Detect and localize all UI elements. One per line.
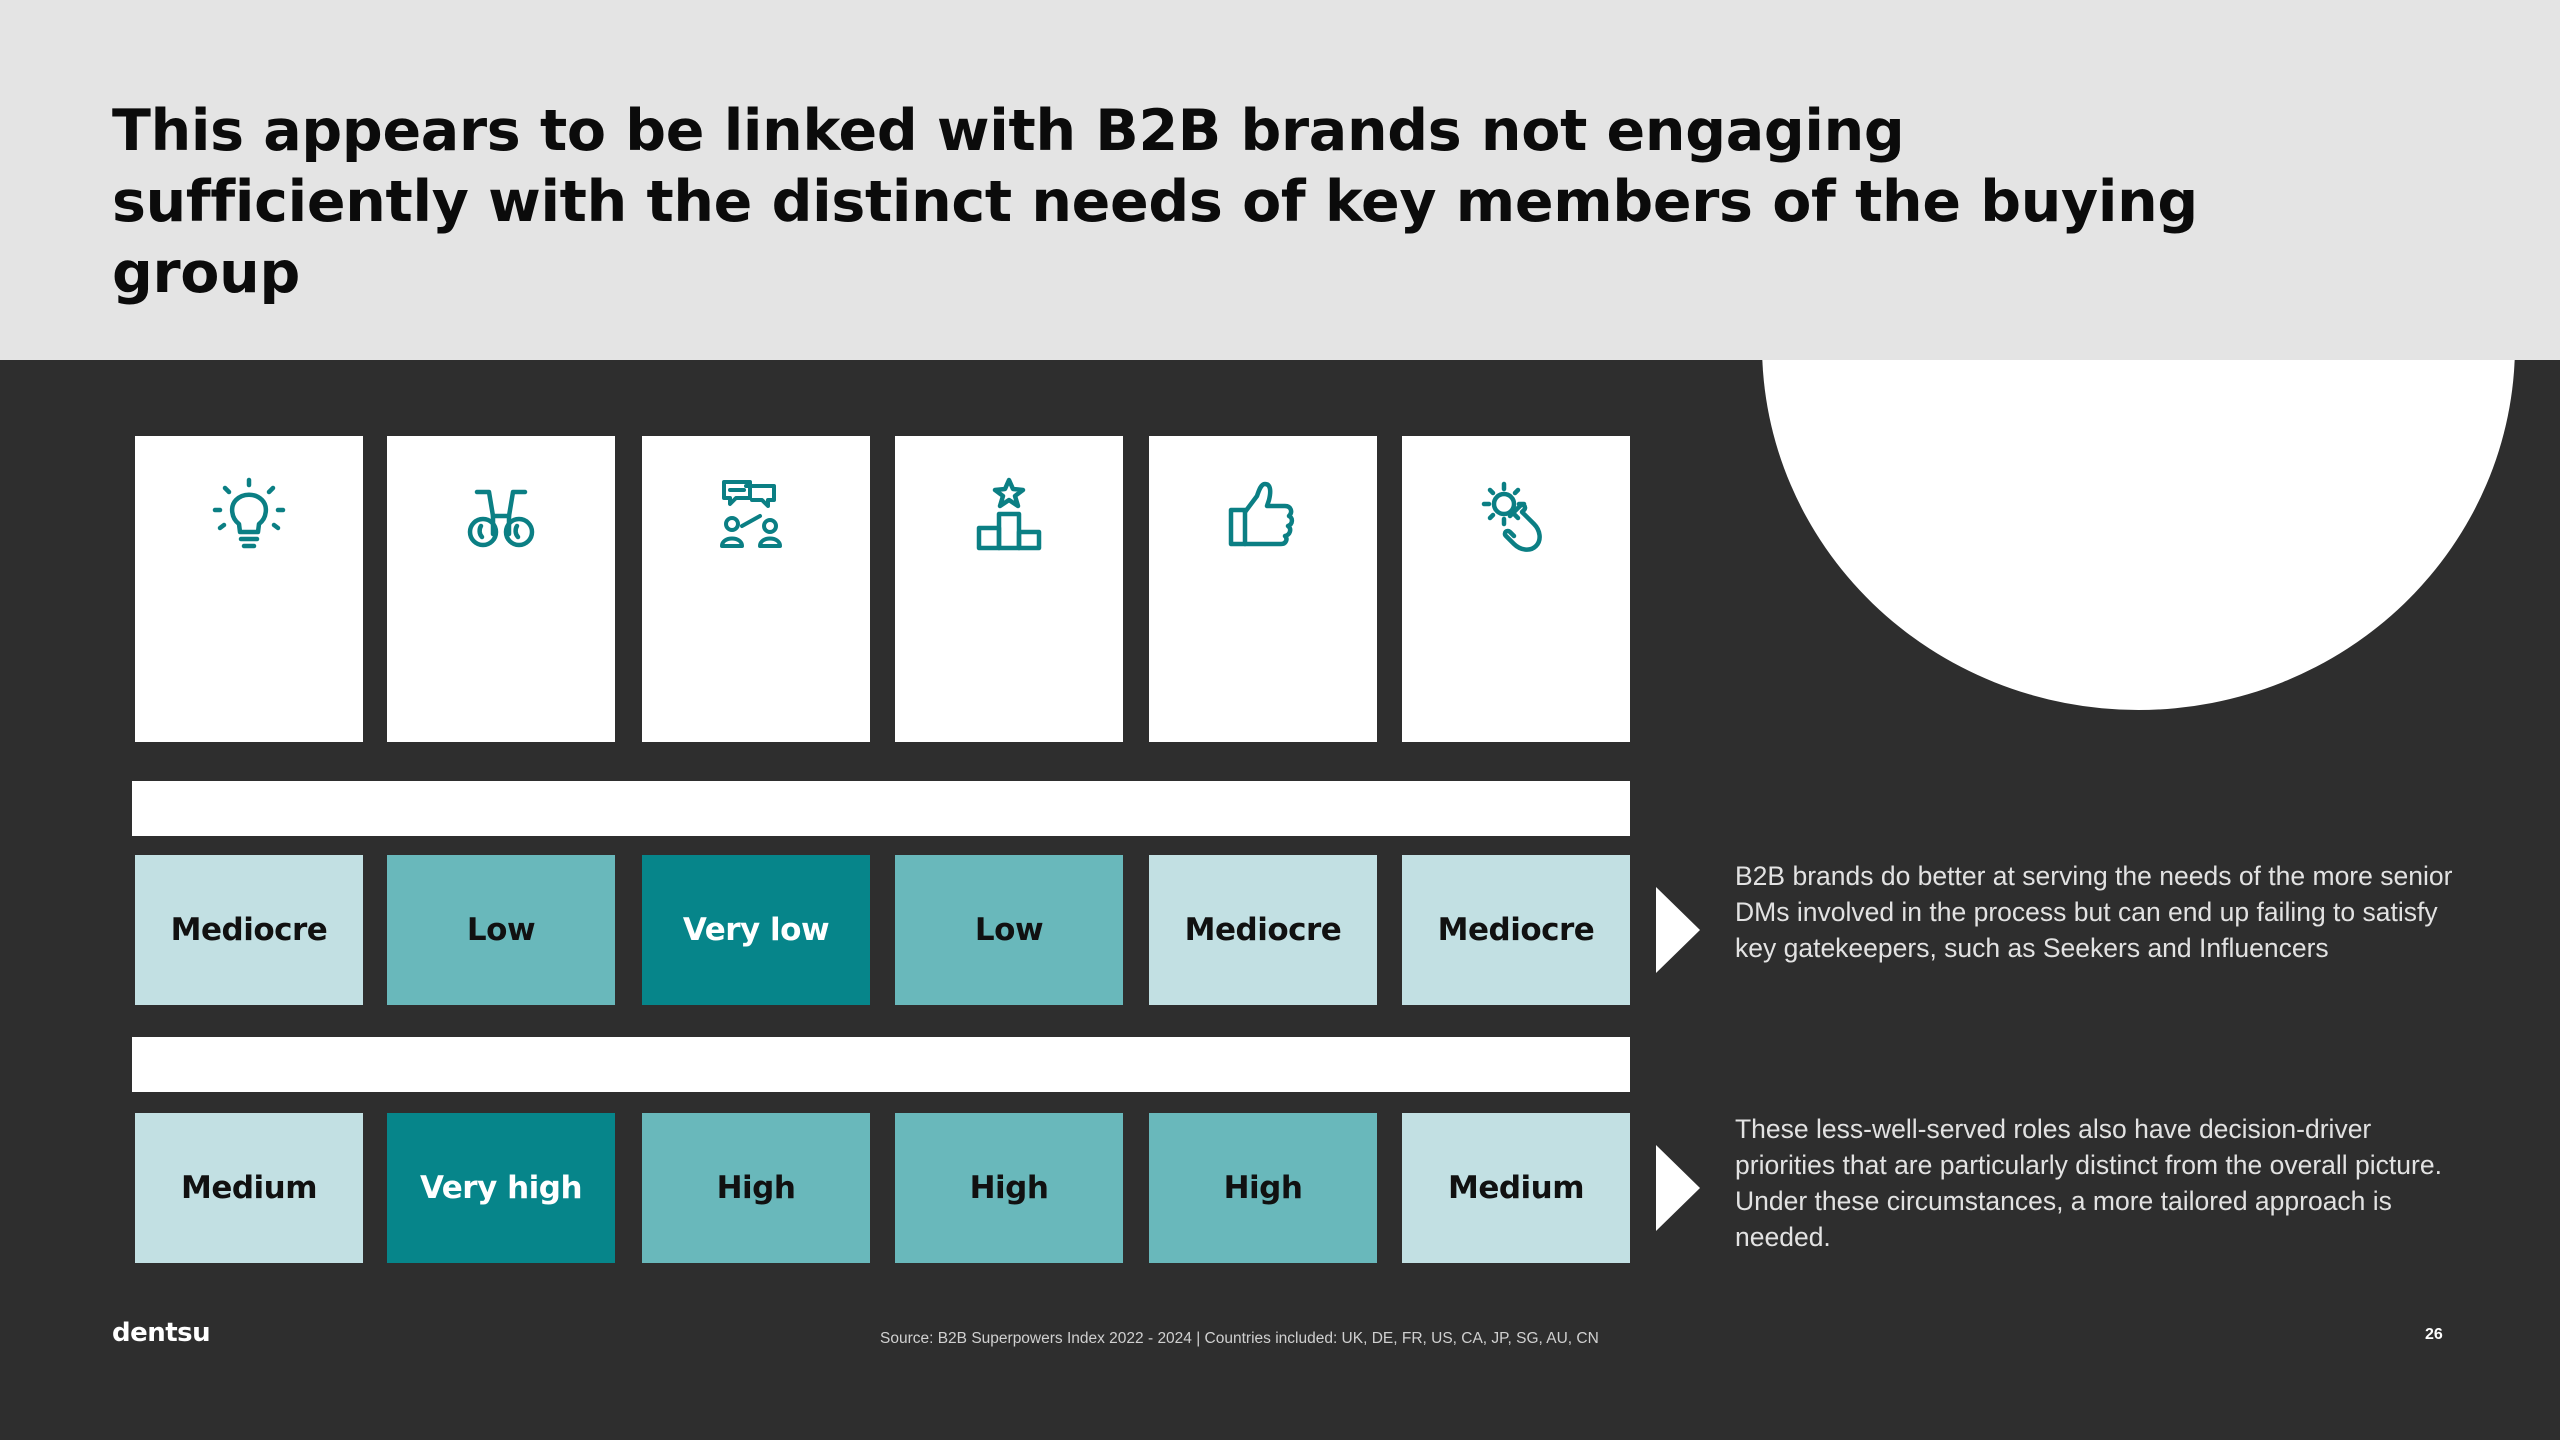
rating-cell: High — [1149, 1113, 1377, 1263]
page-number: 26 — [2425, 1326, 2443, 1343]
rating-cell: Mediocre — [135, 855, 363, 1005]
note-second: These less-well-served roles also have d… — [1735, 1114, 2442, 1252]
card-4 — [895, 436, 1123, 742]
card-5 — [1149, 436, 1377, 742]
lightbulb-icon — [212, 477, 286, 549]
arrow-right-icon — [1656, 1145, 1700, 1231]
header-band — [0, 0, 2560, 360]
band-row-2 — [132, 1037, 1630, 1092]
card-2 — [387, 436, 615, 742]
source-note: Source: B2B Superpowers Index 2022 - 202… — [880, 1330, 1599, 1347]
rating-cell: Very low — [642, 855, 870, 1005]
rating-cell: High — [895, 1113, 1123, 1263]
band-row-1 — [132, 781, 1630, 836]
arrow-right-icon — [1656, 887, 1700, 973]
rating-cell: Low — [387, 855, 615, 1005]
thumbs-up-icon — [1228, 481, 1295, 547]
dentsu-logo: dentsu — [112, 1318, 211, 1348]
presenter-audience-icon — [720, 480, 782, 548]
rating-cell: Medium — [135, 1113, 363, 1263]
rating-cell: Very high — [387, 1113, 615, 1263]
podium-star-icon — [976, 477, 1042, 551]
rating-cell: Mediocre — [1402, 855, 1630, 1005]
rating-cell: Low — [895, 855, 1123, 1005]
card-6 — [1402, 436, 1630, 742]
note-first: B2B brands do better at serving the need… — [1735, 861, 2453, 963]
card-3 — [642, 436, 870, 742]
gear-hand-icon — [1481, 481, 1542, 552]
rating-cell: Medium — [1402, 1113, 1630, 1263]
binoculars-icon — [467, 489, 535, 548]
slide-title: This appears to be linked with B2B brand… — [112, 98, 2198, 306]
card-1 — [135, 436, 363, 742]
rating-cell: High — [642, 1113, 870, 1263]
rating-cell: Mediocre — [1149, 855, 1377, 1005]
